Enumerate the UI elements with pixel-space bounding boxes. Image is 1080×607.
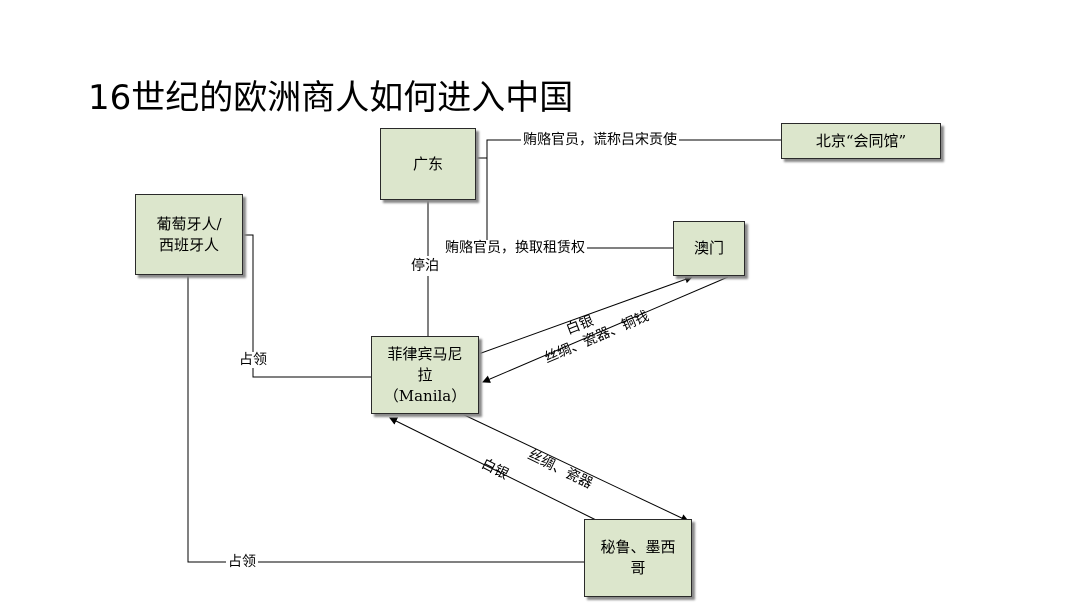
- node-guangdong: 广东: [380, 128, 476, 200]
- node-peru-mexico: 秘鲁、墨西 哥: [584, 519, 692, 597]
- node-manila-label-1: 菲律宾马尼: [387, 344, 463, 363]
- node-beijing: 北京“会同馆”: [781, 123, 941, 159]
- node-beijing-label: 北京“会同馆”: [815, 131, 907, 150]
- node-guangdong-label: 广东: [412, 154, 443, 173]
- node-peru-label-1: 秘鲁、墨西: [600, 538, 676, 556]
- node-macau: 澳门: [673, 221, 745, 276]
- node-portugal-label-2: 西班牙人: [158, 235, 219, 254]
- node-manila-label-3: （Manila）: [383, 386, 467, 405]
- edge-label-guangdong-macau: 贿赂官员，换取租赁权: [443, 240, 587, 256]
- node-portugal-spain: 葡萄牙人/ 西班牙人: [135, 194, 243, 275]
- edge-manila-to-peru: [459, 412, 689, 522]
- edge-portugal-manila: [243, 234, 371, 378]
- node-portugal-label-1: 葡萄牙人/: [156, 214, 222, 233]
- node-macau-label: 澳门: [693, 239, 724, 257]
- edge-macau-to-manila: [482, 276, 729, 383]
- edge-portugal-peru: [187, 275, 584, 563]
- node-manila: 菲律宾马尼 拉 （Manila）: [371, 336, 479, 414]
- edge-label-guangdong-beijing: 贿赂官员，谎称吕宋贡使: [521, 132, 679, 148]
- edge-guangdong-macau: [486, 158, 673, 249]
- edge-manila-to-macau: [472, 275, 693, 357]
- edge-label-guangdong-manila: 停泊: [410, 256, 440, 276]
- edge-peru-to-manila: [389, 417, 597, 521]
- node-peru-label-2: 哥: [630, 559, 646, 577]
- edge-label-occupy-manila: 占领: [238, 352, 268, 368]
- node-manila-label-2: 拉: [417, 365, 433, 384]
- edge-label-occupy-peru: 占领: [226, 554, 258, 570]
- page-title: 16世纪的欧洲商人如何进入中国: [88, 78, 574, 118]
